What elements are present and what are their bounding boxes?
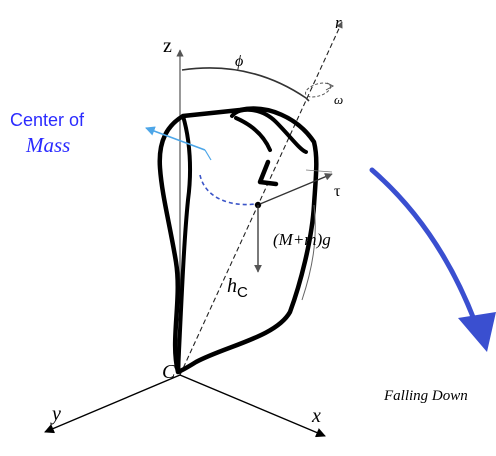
body-side-line [301,204,316,301]
height-subscript: C [237,284,248,301]
r-axis [179,21,343,376]
center-of-mass-pointer [145,126,206,151]
falling-down-label: Falling Down [383,388,468,404]
origin-label: C [162,361,176,383]
omega-label: ω [334,92,343,107]
y-axis-label: y [50,403,61,425]
center-of-mass-swing-curve [199,174,257,206]
omega-rotation-arrow [304,82,332,98]
phi-label: ϕ [235,53,243,70]
height-symbol: h [227,275,237,297]
center-of-label: Center of [10,110,85,130]
body-top-rim [230,107,308,154]
x-axis-label: x [311,405,321,427]
falling-down-arrow [369,167,478,325]
falling-down-arrowhead [458,312,496,352]
mass-label: Mass [25,133,70,157]
height-label: hC [227,275,248,301]
y-axis [44,374,181,434]
body-outline [157,106,319,375]
torque-arrow [259,173,333,205]
r-axis-label: r [335,13,342,32]
tau-label: τ [334,183,341,200]
weight-label: (M+m)g [273,230,331,249]
z-axis-label: z [163,35,172,57]
phi-angle-arc [181,67,307,99]
x-axis [179,374,326,438]
body-fold-mark [257,159,279,187]
